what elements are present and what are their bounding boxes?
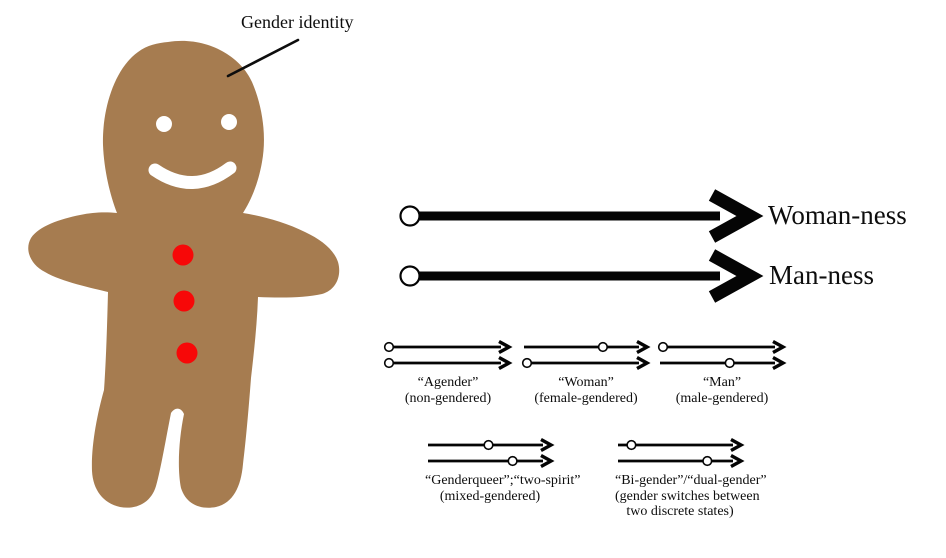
gingerbread-figure [28,40,340,508]
marker-circle [507,455,518,467]
woman-ness-scale [383,340,513,354]
buttons [172,244,198,364]
woman-ness-scale [657,340,787,354]
example-title: “Genderqueer”;“two-spirit” [425,473,581,488]
scale-origin-circle [399,265,421,287]
gingerbread-body [28,40,340,508]
scale-origin-circle [399,205,421,227]
gender-identity-label: Gender identity [241,12,354,32]
example-diagram-1: “Agender”(non-gendered) [383,340,513,406]
man-ness-scale [660,356,787,370]
example-diagram-4: “Genderqueer”;“two-spirit”(mixed-gendere… [425,438,581,504]
man-ness-scale [383,356,513,370]
left-eye [156,116,172,132]
woman-ness-label: Woman-ness [768,200,907,230]
marker-circle [657,341,669,353]
example-subtitle: (male-gendered) [675,390,769,406]
example-subtitle: (gender switches between [615,488,760,504]
marker-circle [702,455,713,467]
marker-circle [483,439,494,451]
gender-scales-icon [383,340,513,370]
button-middle [173,290,195,312]
example-subtitle: two discrete states) [626,504,734,519]
smile [148,161,237,189]
pointer-line [226,38,300,78]
button-bottom [176,342,198,364]
example-title: “Agender” [417,375,479,390]
example-title: “Man” [702,375,742,390]
man-ness-scale [521,356,651,370]
example-diagram-2: “Woman”(female-gendered) [521,340,651,406]
marker-circle [597,341,608,353]
man-ness-label: Man-ness [769,260,874,290]
gender-scales-icon [657,340,787,370]
woman-ness-scale [618,438,745,452]
example-diagram-3: “Man”(male-gendered) [657,340,787,406]
gender-scales-icon [428,438,555,468]
example-subtitle: (mixed-gendered) [439,488,541,504]
marker-circle [383,341,395,353]
marker-circle [383,357,395,369]
man-ness-scale [428,454,555,468]
woman-ness-scale [428,438,555,452]
example-diagram-5: “Bi-gender”/“dual-gender”(gender switche… [615,438,767,520]
marker-circle [626,439,637,451]
gender-scales-icon [618,438,745,468]
button-top [172,244,194,266]
right-eye [221,114,237,130]
woman-ness-scale [524,340,651,354]
man-ness-arrow [399,249,764,303]
example-title: “Bi-gender”/“dual-gender” [615,473,767,488]
woman-ness-arrow [399,189,764,243]
man-ness-scale [618,454,745,468]
example-subtitle: (female-gendered) [534,390,638,406]
marker-circle [521,357,533,369]
gender-scales-icon [521,340,651,370]
example-subtitle: (non-gendered) [404,390,492,406]
marker-circle [724,357,735,369]
example-title: “Woman” [558,375,614,390]
